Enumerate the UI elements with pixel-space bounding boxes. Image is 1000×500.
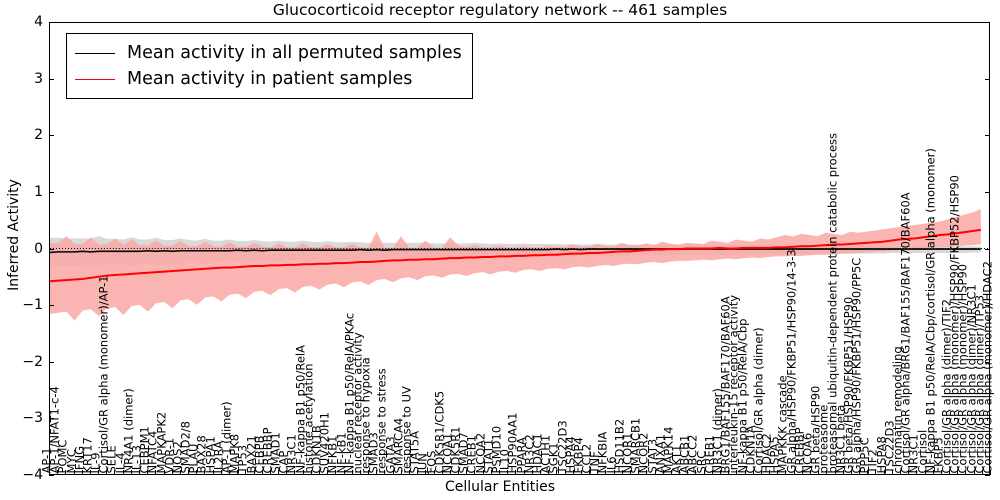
y-tick-mark <box>985 78 990 80</box>
y-tick-mark <box>49 78 54 80</box>
y-tick-label: −4 <box>22 467 43 483</box>
y-tick-mark <box>49 135 54 137</box>
y-tick-mark <box>49 22 54 23</box>
y-tick-label: −3 <box>22 410 43 427</box>
chart-title: Glucocorticoid receptor regulatory netwo… <box>272 1 728 19</box>
permuted-mean-line <box>50 248 981 254</box>
legend-label-permuted: Mean activity in all permuted samples <box>127 43 462 63</box>
y-tick-label: 0 <box>34 240 43 257</box>
y-tick-mark <box>49 191 54 193</box>
y-tick-mark <box>985 361 990 363</box>
y-tick-mark <box>49 248 54 250</box>
y-tick-label: 3 <box>34 70 43 87</box>
y-tick-mark <box>49 361 54 363</box>
patient-confidence-band <box>50 209 981 321</box>
legend-entry-patient: Mean activity in patient samples <box>75 66 462 92</box>
plot-area: Mean activity in all permuted samples Me… <box>49 22 990 475</box>
legend-label-patient: Mean activity in patient samples <box>127 69 413 89</box>
y-tick-mark <box>49 475 54 476</box>
legend-entry-permuted: Mean activity in all permuted samples <box>75 40 462 66</box>
patient-mean-line <box>50 228 981 283</box>
y-tick-label: 1 <box>34 183 43 200</box>
y-tick-label: −1 <box>22 297 43 314</box>
x-tick-mark <box>990 470 991 475</box>
y-tick-mark <box>985 418 990 420</box>
x-axis-label: Cellular Entities <box>444 479 556 495</box>
y-tick-mark <box>985 248 990 250</box>
y-tick-label: −2 <box>22 353 43 370</box>
legend: Mean activity in all permuted samples Me… <box>66 33 473 99</box>
y-tick-mark <box>985 191 990 193</box>
y-tick-mark <box>985 475 990 476</box>
y-tick-mark <box>49 418 54 420</box>
legend-line-permuted <box>75 52 115 54</box>
legend-line-patient <box>75 78 115 80</box>
y-tick-mark <box>985 305 990 307</box>
y-tick-mark <box>985 135 990 137</box>
y-tick-label: 2 <box>34 127 43 144</box>
y-tick-label: 4 <box>34 14 43 30</box>
y-tick-mark <box>49 305 54 307</box>
y-tick-mark <box>985 22 990 23</box>
plot-svg <box>50 209 989 321</box>
patient-band-group <box>50 209 981 321</box>
